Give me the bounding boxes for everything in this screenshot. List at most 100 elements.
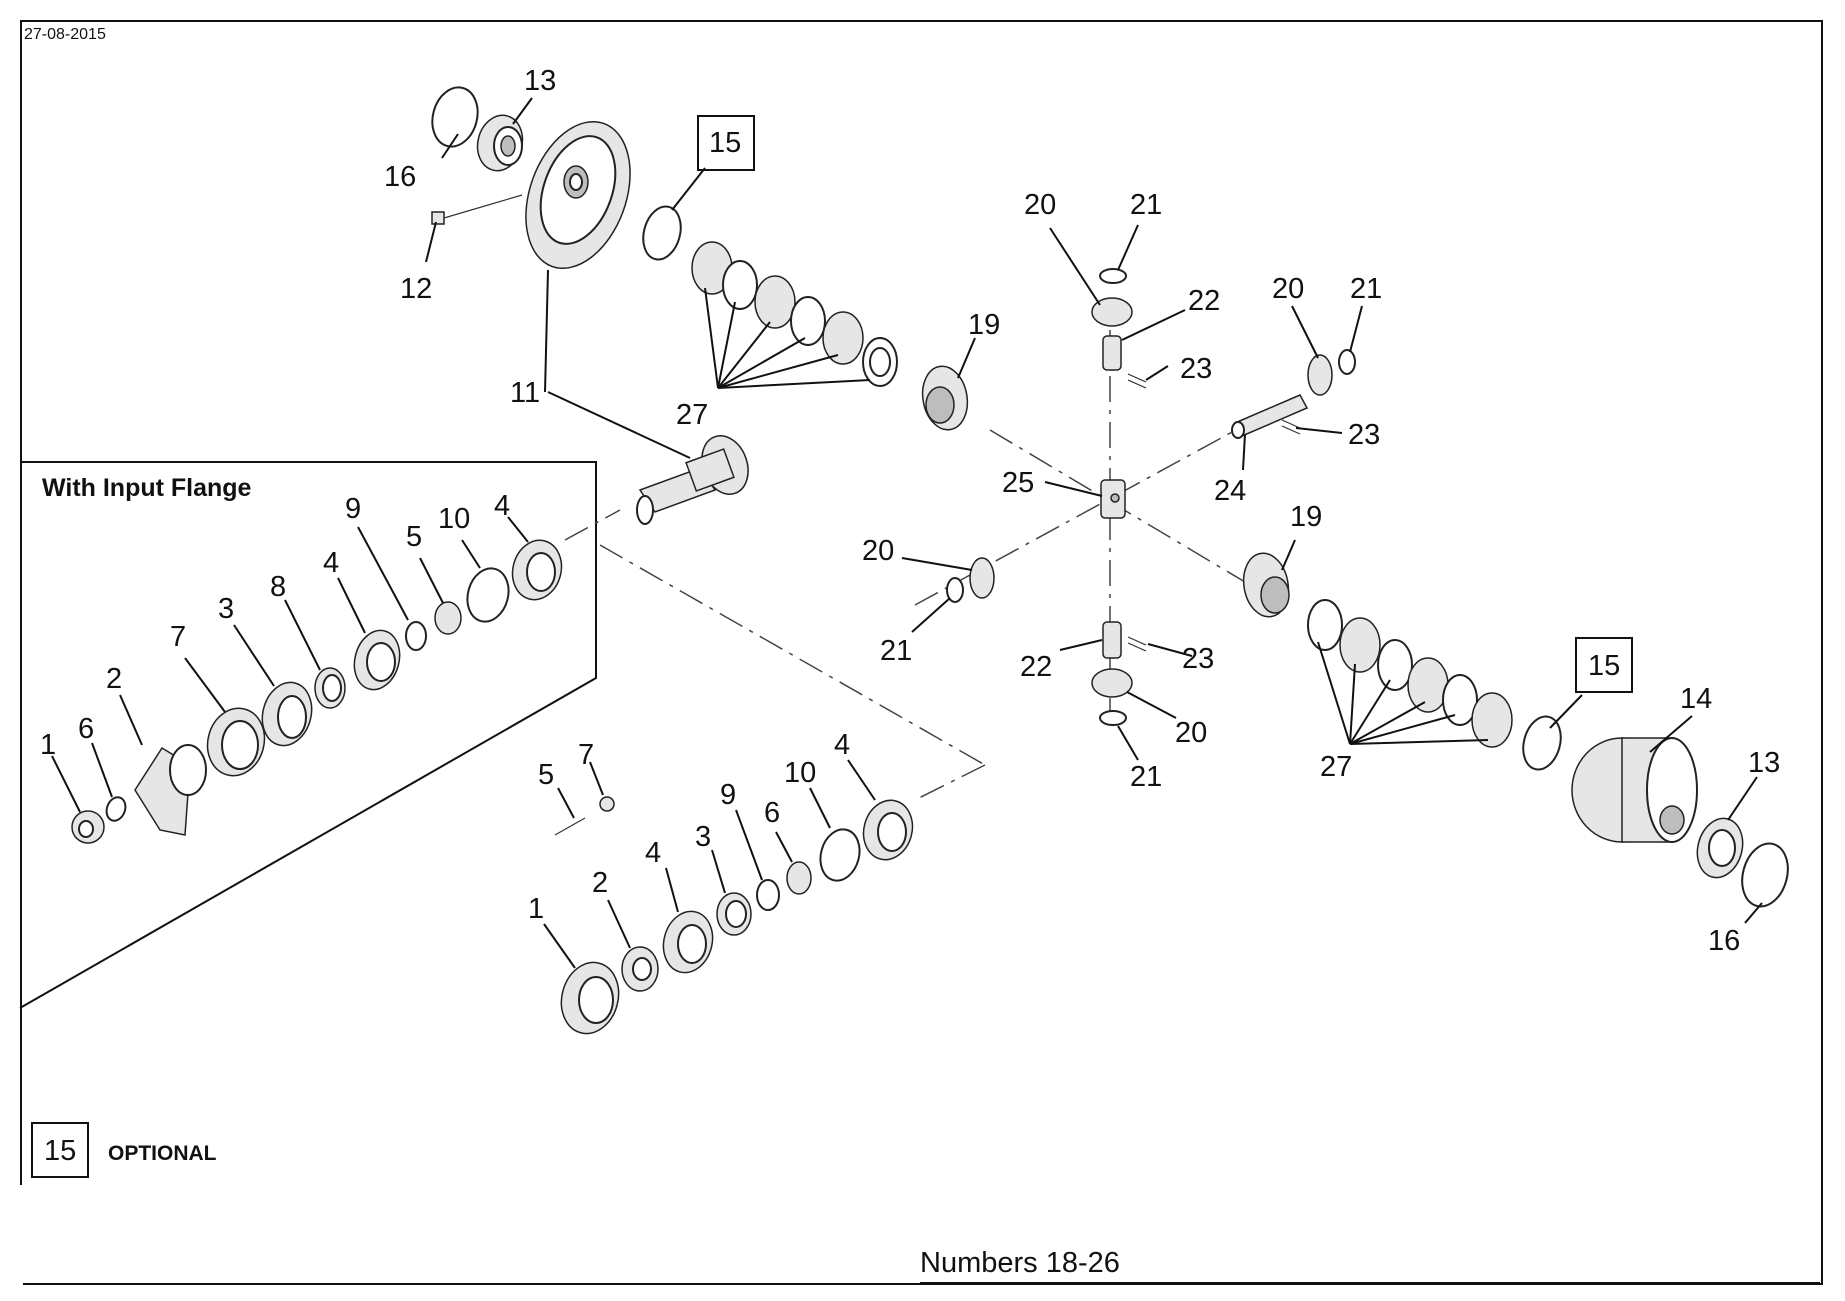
shim-15-top bbox=[642, 205, 682, 261]
callout-22-bottom: 22 bbox=[1020, 651, 1052, 683]
ring-9 bbox=[756, 879, 780, 911]
callout-6-mid: 6 bbox=[764, 797, 780, 829]
callout-1-mid: 1 bbox=[528, 893, 544, 925]
roll-pin-23-right bbox=[1281, 419, 1301, 435]
roll-pin-23-bottom bbox=[1127, 636, 1147, 652]
callout-13-top: 13 bbox=[524, 65, 556, 97]
callout-21-bottom: 21 bbox=[1130, 761, 1162, 793]
spider-gear-20-top bbox=[1091, 297, 1133, 327]
nut-2 bbox=[621, 946, 659, 992]
callout-20-top: 20 bbox=[1024, 189, 1056, 221]
inset-bearing-4a bbox=[353, 629, 401, 691]
roll-pin-23-top bbox=[1127, 373, 1147, 389]
leader-lines bbox=[51, 97, 1763, 969]
callout-20-right: 20 bbox=[1272, 273, 1304, 305]
legend-box-number: 15 bbox=[44, 1135, 76, 1167]
footer-title: Numbers 18-26 bbox=[920, 1247, 1120, 1279]
inset-callout-3: 3 bbox=[218, 593, 234, 625]
pin-22-bottom bbox=[1102, 621, 1122, 659]
snap-ring-16-top bbox=[431, 86, 479, 148]
inset-callout-4b: 4 bbox=[494, 490, 510, 522]
callout-21-right: 21 bbox=[1350, 273, 1382, 305]
spider-gear-20-right bbox=[1307, 354, 1333, 396]
inset-ring-9 bbox=[405, 621, 427, 651]
bolt-12 bbox=[431, 194, 523, 225]
pin-22-top bbox=[1102, 335, 1122, 371]
bearing-1 bbox=[560, 961, 620, 1035]
spring-5 bbox=[554, 817, 586, 836]
washer-21-bottom bbox=[1099, 710, 1127, 726]
callout-20-left: 20 bbox=[862, 535, 894, 567]
clutch-disc-pack-27-bottom bbox=[1307, 599, 1513, 748]
callout-16-top: 16 bbox=[384, 161, 416, 193]
snap-ring-16-bottom bbox=[1741, 842, 1789, 908]
callout-20-bottom: 20 bbox=[1175, 717, 1207, 749]
inset-callout-9: 9 bbox=[345, 493, 361, 525]
callout-15-top: 15 bbox=[709, 127, 741, 159]
assembly-axes bbox=[564, 330, 1251, 801]
callout-5-mid: 5 bbox=[538, 759, 554, 791]
callout-23-top: 23 bbox=[1180, 353, 1212, 385]
callout-10-mid: 10 bbox=[784, 757, 816, 789]
callout-7-mid: 7 bbox=[578, 739, 594, 771]
callout-23-right: 23 bbox=[1348, 419, 1380, 451]
differential-case-14 bbox=[1571, 737, 1698, 843]
bearing-4a bbox=[662, 910, 714, 974]
inset-o-ring-6 bbox=[105, 796, 127, 822]
footer: Numbers 18-26 bbox=[17, 1185, 1820, 1285]
inset-callout-6: 6 bbox=[78, 713, 94, 745]
inset-shim-10 bbox=[466, 567, 510, 623]
inset-seal-3 bbox=[261, 681, 313, 747]
bearing-13-bottom bbox=[1696, 817, 1744, 879]
callout-27-bottom: 27 bbox=[1320, 751, 1352, 783]
optional-legend: 15 OPTIONAL bbox=[31, 1122, 217, 1178]
washer-21-top bbox=[1099, 268, 1127, 284]
inset-callout-10: 10 bbox=[438, 503, 470, 535]
inset-seal-7 bbox=[206, 707, 266, 777]
callout-12: 12 bbox=[400, 273, 432, 305]
legend-optional-text: OPTIONAL bbox=[108, 1142, 217, 1165]
drive-pinion bbox=[636, 435, 749, 525]
callout-4-mid-b: 4 bbox=[834, 729, 850, 761]
shim-15-bottom bbox=[1522, 715, 1562, 771]
callout-11: 11 bbox=[510, 377, 540, 409]
side-gear-19-bottom bbox=[1242, 552, 1290, 618]
callout-22-top: 22 bbox=[1188, 285, 1220, 317]
inset-flange-2 bbox=[134, 744, 207, 836]
callout-25: 25 bbox=[1002, 467, 1034, 499]
callout-19-bottom: 19 bbox=[1290, 501, 1322, 533]
spider-block-25 bbox=[1100, 479, 1126, 519]
spacer-6 bbox=[786, 861, 812, 895]
cross-shaft-24 bbox=[1231, 394, 1309, 439]
shim-10 bbox=[819, 828, 861, 882]
inset-bearing-4b bbox=[511, 539, 563, 601]
drawing-frame bbox=[20, 20, 1823, 1285]
callout-labels: 13 16 12 15 11 27 19 20 21 22 23 20 21 2… bbox=[40, 65, 1780, 957]
callout-9-mid: 9 bbox=[720, 779, 736, 811]
inset-title: With Input Flange bbox=[42, 474, 252, 502]
callout-21-top: 21 bbox=[1130, 189, 1162, 221]
callout-4-mid-a: 4 bbox=[645, 837, 661, 869]
callout-16-bottom: 16 bbox=[1708, 925, 1740, 957]
callout-19-top: 19 bbox=[968, 309, 1000, 341]
legend-box bbox=[31, 1122, 89, 1178]
inset-border bbox=[19, 461, 597, 1009]
callout-3-mid: 3 bbox=[695, 821, 711, 853]
callout-15-bottom-box bbox=[1575, 637, 1633, 693]
inset-spacer-5 bbox=[434, 601, 462, 635]
callout-15-bottom: 15 bbox=[1588, 650, 1620, 682]
washer-21-right bbox=[1338, 349, 1356, 375]
callout-14: 14 bbox=[1680, 683, 1712, 715]
inset-callout-8: 8 bbox=[270, 571, 286, 603]
callout-15-top-box bbox=[697, 115, 755, 171]
inset-spacer-8 bbox=[314, 667, 346, 709]
bearing-13-top bbox=[476, 114, 524, 172]
bearing-4b bbox=[862, 799, 914, 861]
callout-21-left: 21 bbox=[880, 635, 912, 667]
seal-3 bbox=[716, 892, 752, 936]
inset-callout-7: 7 bbox=[170, 621, 186, 653]
spider-gear-20-bottom bbox=[1091, 668, 1133, 698]
inset-callout-1: 1 bbox=[40, 729, 56, 761]
side-gear-19-top bbox=[921, 365, 969, 431]
inset-callout-5: 5 bbox=[406, 521, 422, 553]
